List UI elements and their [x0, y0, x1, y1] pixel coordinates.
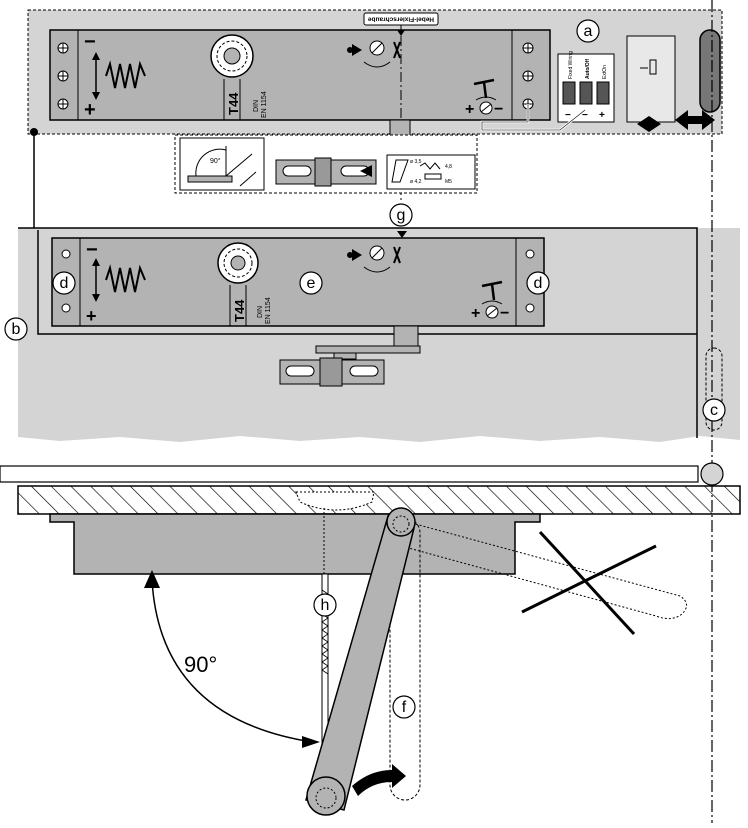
middle-adjust-arrow-icon [92, 258, 100, 302]
switch-label-auto: Auto/Off [585, 59, 591, 79]
top-left-screws [57, 42, 69, 110]
svg-text:g: g [397, 207, 406, 224]
rotation-arrow-icon [352, 764, 406, 796]
fixing-size-1: ø 3,5 [410, 159, 422, 165]
svg-text:+: + [465, 101, 474, 118]
svg-text:−: − [500, 305, 509, 322]
top-spring-icon [105, 60, 146, 89]
top-closing-speed-icon [347, 40, 401, 68]
forbidden-cross-icon [521, 530, 657, 636]
middle-minus-sign: − [86, 239, 98, 261]
direction-arrow-icon [675, 110, 715, 130]
top-detail-panel: − + T44 DIN EN 1154 Hebel-Fixierschraube [27, 9, 723, 200]
middle-closing-speed-icon [347, 245, 401, 273]
switch-label-fixed: Fixed Wiring [568, 51, 574, 79]
middle-closer-body [51, 237, 545, 327]
callout-d-right: d [526, 271, 550, 295]
svg-text:−: − [565, 110, 571, 121]
top-standard-din: DIN [253, 100, 260, 112]
svg-text:d: d [60, 275, 69, 292]
middle-model-label: T44 [232, 299, 247, 322]
middle-spring-icon [105, 264, 146, 293]
svg-text:c: c [710, 402, 718, 419]
middle-door-panel: − + T44 DIN EN 1154 [18, 227, 740, 442]
svg-text:d: d [534, 275, 543, 292]
top-adjust-dial-icon [210, 34, 254, 78]
fixing-detail-inset: 90° ø 3,5 4,8 ø 4,2 M5 [174, 134, 478, 194]
lever-fixing-screw-label: Hebel-Fixierschraube [363, 12, 439, 36]
callout-g: g [389, 203, 413, 227]
fixing-size-3: ø 4,2 [410, 179, 422, 185]
middle-latch-adjust-icon: + − [471, 280, 509, 322]
callout-f: f [392, 695, 416, 719]
svg-text:+: + [471, 305, 480, 322]
top-adjust-arrow-icon [92, 52, 100, 100]
middle-plus-sign: + [86, 306, 97, 326]
svg-text:a: a [584, 23, 593, 40]
top-minus-sign: − [84, 31, 96, 53]
callout-c: c [702, 398, 726, 422]
cover-box [626, 35, 676, 132]
middle-standard-din: DIN [257, 306, 264, 318]
middle-adjust-dial-icon [217, 242, 259, 284]
top-standard-en: EN 1154 [261, 91, 268, 118]
svg-text:−: − [582, 110, 588, 121]
fixing-size-4: M5 [445, 179, 452, 185]
callout-b: b [4, 317, 28, 341]
svg-text:e: e [307, 275, 316, 292]
angle-label: 90° [184, 652, 217, 677]
svg-text:Hebel-Fixierschraube: Hebel-Fixierschraube [368, 15, 434, 22]
callout-a: a [576, 19, 600, 43]
callout-d-left: d [52, 271, 76, 295]
top-plus-sign: + [84, 99, 96, 121]
svg-text:f: f [402, 699, 407, 716]
fixing-size-2: 4,8 [445, 164, 452, 170]
bottom-plan-view: 90° [0, 462, 741, 816]
svg-text:h: h [321, 597, 330, 614]
top-latch-adjust-icon: + − [465, 78, 503, 118]
svg-text:b: b [12, 321, 21, 338]
callout-h: h [313, 593, 337, 617]
top-closer-body [49, 29, 551, 121]
middle-standard-en: EN 1154 [265, 297, 272, 324]
callout-e: e [299, 271, 323, 295]
svg-text:+: + [599, 110, 605, 121]
switch-block: Fixed Wiring Auto/Off ExtOn − − + [557, 51, 615, 123]
bottom-closer-body [49, 513, 541, 575]
top-model-label: T44 [226, 92, 241, 115]
top-hinge [699, 29, 721, 113]
switch-label-ext: ExtOn [602, 65, 608, 79]
inset-angle-label: 90° [210, 157, 221, 165]
svg-text:−: − [494, 101, 503, 118]
